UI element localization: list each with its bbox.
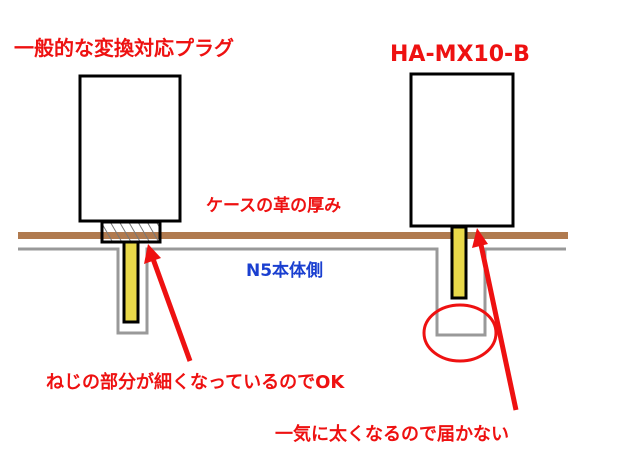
case-leather-label: ケースの革の厚み bbox=[206, 196, 342, 216]
right-plug-title: HA-MX10-B bbox=[390, 42, 530, 67]
note-ng-text: 一気に太くなるので届かない bbox=[275, 424, 509, 445]
arrow-ok bbox=[144, 244, 193, 362]
arrow-ng bbox=[472, 228, 519, 411]
left-plug-body bbox=[78, 74, 182, 223]
device-body-label: N5本体側 bbox=[246, 261, 324, 281]
device-body-outline bbox=[18, 247, 566, 337]
case-leather-layer bbox=[18, 232, 568, 239]
left-plug-thread bbox=[100, 220, 162, 244]
note-ok-text: ねじの部分が細くなっているのでOK bbox=[46, 372, 345, 393]
right-plug-body bbox=[409, 72, 515, 228]
right-plug-pin bbox=[450, 225, 468, 300]
left-plug-title: 一般的な変換対応プラグ bbox=[14, 36, 234, 60]
gap-highlight-circle bbox=[422, 303, 498, 363]
left-plug-pin bbox=[122, 240, 140, 324]
